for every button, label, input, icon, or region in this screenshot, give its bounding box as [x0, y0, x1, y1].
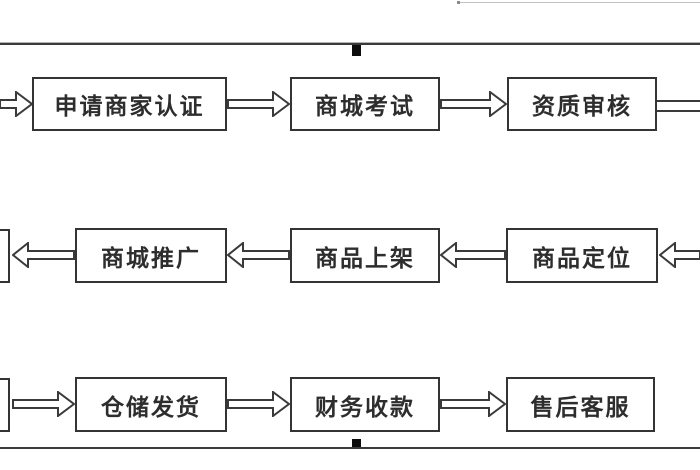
top-rule-handle-tick: [352, 45, 361, 56]
window-edge-line: [458, 2, 700, 3]
step-label: 仓储发货: [101, 394, 201, 421]
step-label: 商城考试: [315, 94, 415, 120]
step-mall-exam: 商城考试: [290, 77, 440, 131]
arrow-shaft-exit-right: [657, 100, 700, 112]
arrow-right-icon: [440, 91, 507, 117]
step-product-listing: 商品上架: [290, 228, 440, 283]
arrow-left-icon: [12, 242, 75, 268]
step-label: 申请商家认证: [54, 94, 205, 120]
arrow-right-icon: [0, 91, 33, 117]
bottom-rule-handle-tick: [352, 439, 361, 448]
step-label: 商品定位: [532, 245, 632, 272]
top-rule-line: [0, 43, 700, 45]
bottom-rule-line: [0, 447, 700, 449]
step-partial-left-edge: [0, 229, 10, 283]
top-rule-fringe: [0, 42, 700, 43]
step-aftersales-service: 售后客服: [506, 377, 655, 432]
arrow-right-icon: [227, 91, 290, 117]
step-qualification-review: 资质审核: [507, 77, 657, 131]
step-label: 财务收款: [315, 394, 415, 421]
step-label: 资质审核: [532, 94, 632, 120]
step-warehouse-shipping: 仓储发货: [75, 377, 227, 432]
step-label: 商品上架: [315, 245, 415, 272]
arrow-left-icon: [227, 242, 290, 268]
step-apply-merchant-certification: 申请商家认证: [32, 77, 227, 131]
arrow-left-icon: [659, 242, 700, 268]
step-product-positioning: 商品定位: [506, 228, 658, 283]
arrow-right-icon: [440, 391, 506, 417]
window-edge-dot: [457, 1, 460, 4]
step-label: 商城推广: [101, 245, 201, 272]
step-finance-collection: 财务收款: [290, 377, 440, 432]
step-partial-left-edge: [0, 378, 10, 432]
arrow-right-icon: [12, 391, 75, 417]
arrow-right-icon: [227, 391, 290, 417]
arrow-left-icon: [440, 242, 506, 268]
step-mall-promotion: 商城推广: [75, 228, 227, 283]
step-label: 售后客服: [530, 394, 631, 421]
